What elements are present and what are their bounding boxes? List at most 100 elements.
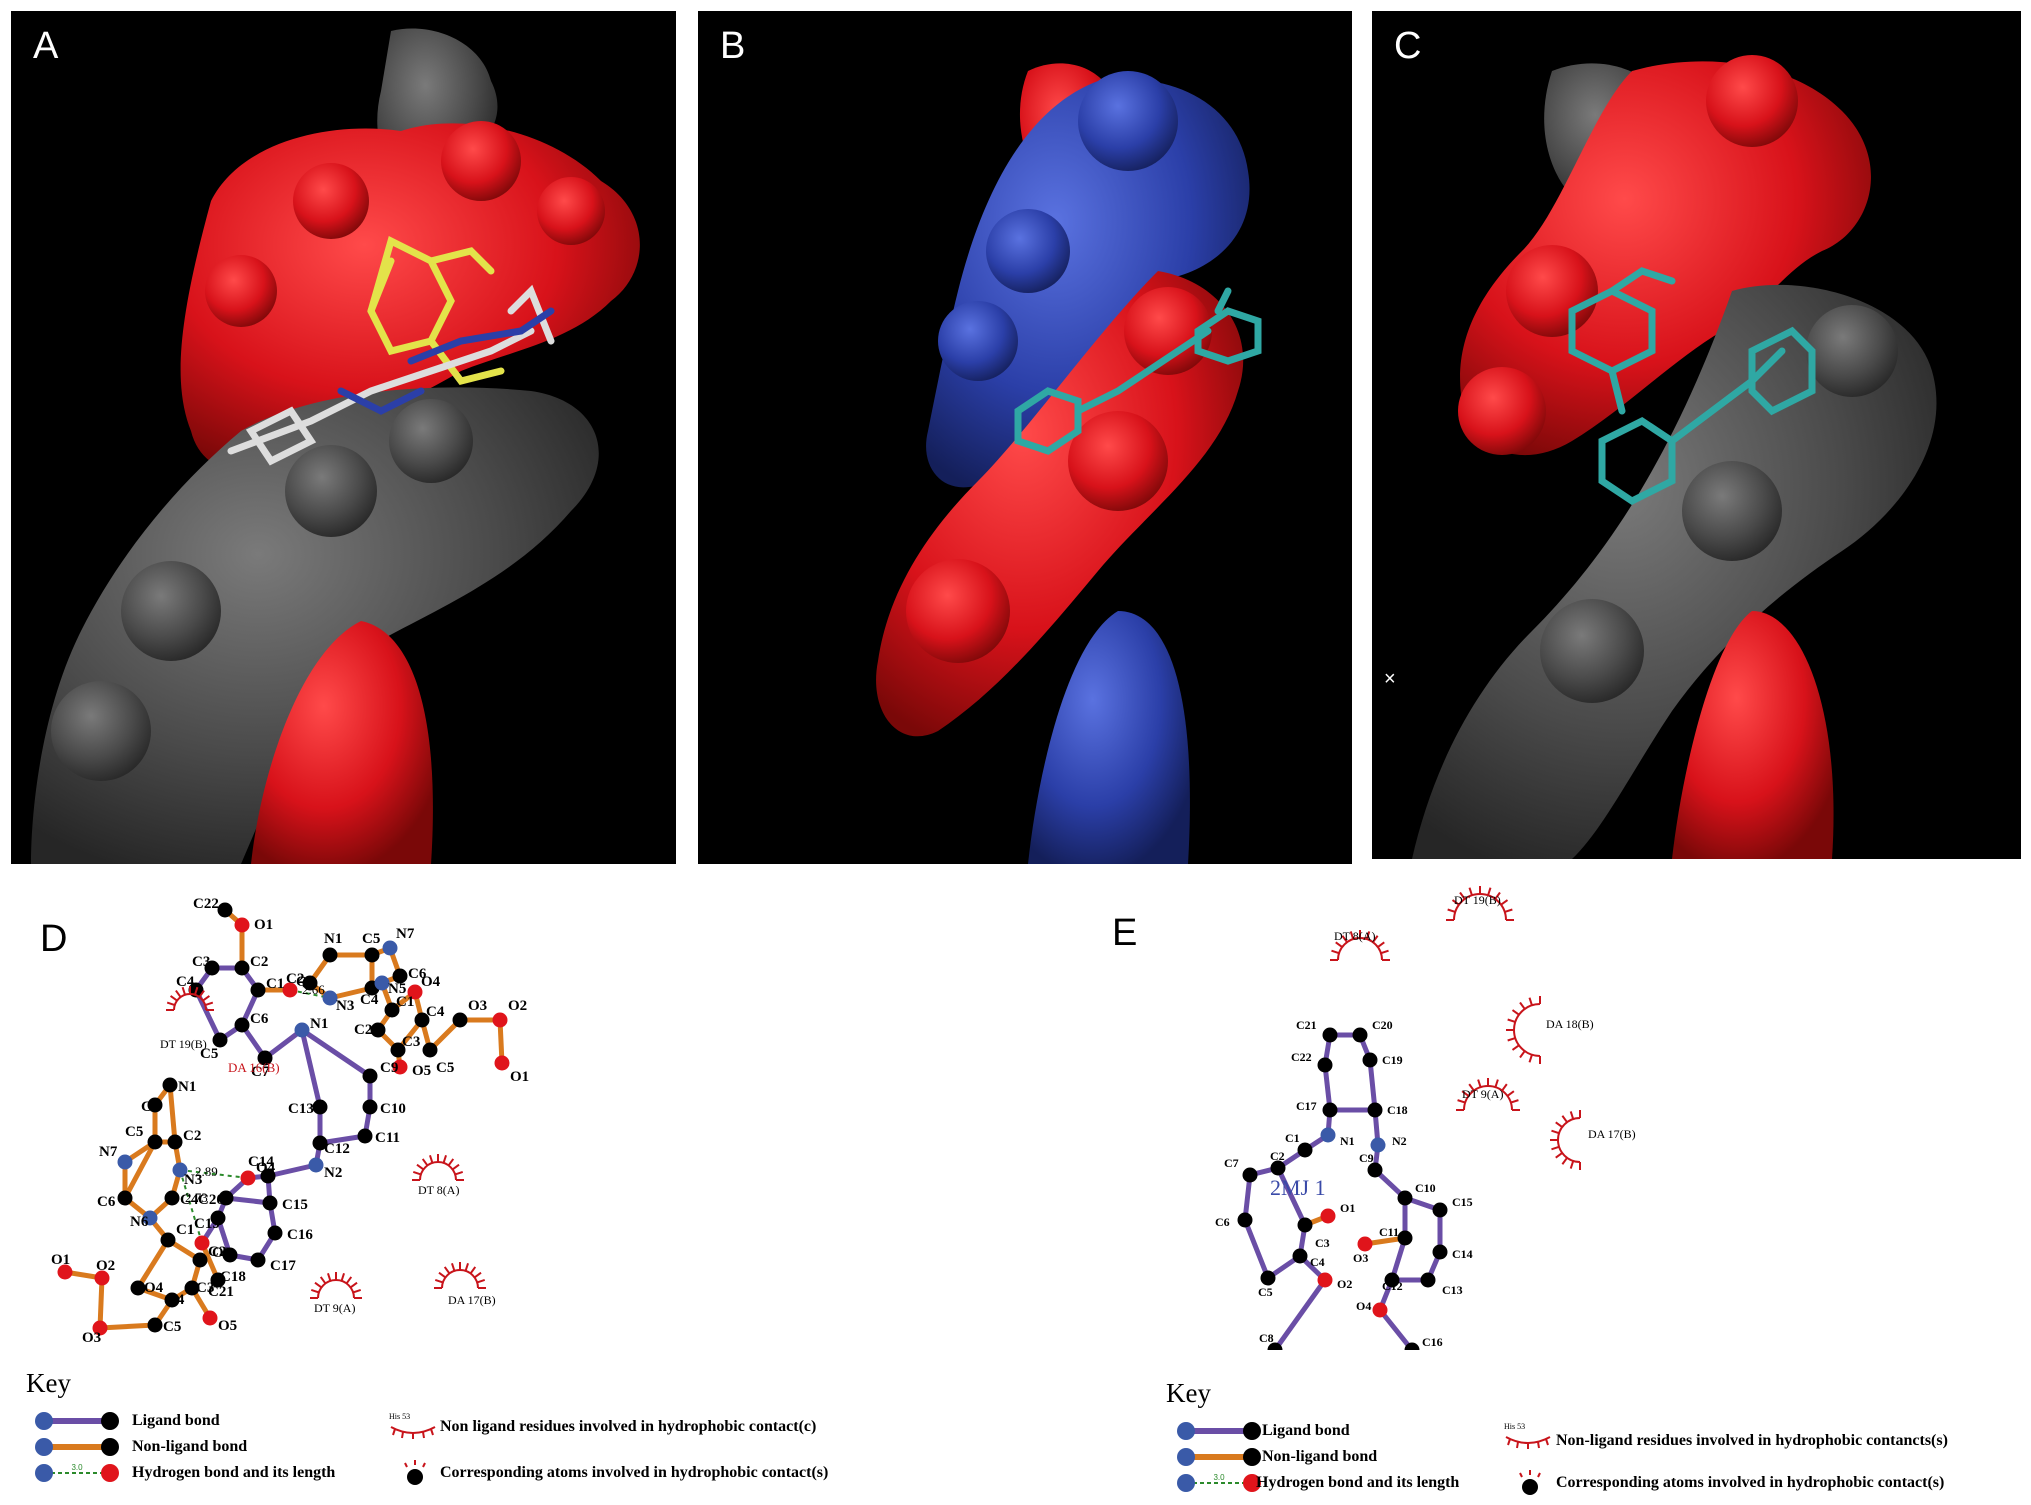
- d-atom: [163, 1078, 178, 1093]
- d-atom-label: C20: [198, 1192, 224, 1208]
- panel-a-image: A: [11, 11, 676, 864]
- panel-b-image: B: [698, 11, 1352, 864]
- residue-contact: [434, 1262, 486, 1288]
- d-atom-label: C3: [196, 1280, 214, 1296]
- e-atom-label: C6: [1215, 1215, 1230, 1229]
- d-atom-label: C5: [362, 931, 380, 947]
- residue-label: DT 9(A): [1462, 1087, 1503, 1101]
- key-e-hbond-length: 3.0: [1213, 1473, 1225, 1482]
- d-bond: [100, 1278, 102, 1328]
- d-atom: [493, 1013, 508, 1028]
- e-atom: [1373, 1303, 1388, 1318]
- d-atom-label: O4: [256, 1160, 276, 1176]
- panel-c-label: C: [1394, 25, 1421, 68]
- residue-contact: [166, 986, 214, 1010]
- d-atom: [203, 1311, 218, 1326]
- d-atom-label: O5: [412, 1063, 431, 1079]
- d-atom: [268, 1226, 283, 1241]
- d-atom: [295, 1023, 310, 1038]
- d-atom: [309, 1158, 324, 1173]
- e-atom: [1298, 1143, 1313, 1158]
- d-atom: [168, 1135, 183, 1150]
- e-atom-label: C18: [1387, 1103, 1408, 1117]
- key-d-hbond-length: 3.0: [71, 1463, 83, 1472]
- d-atom: [423, 1043, 438, 1058]
- e-atom-label: C22: [1291, 1050, 1312, 1064]
- close-mark: ×: [1384, 668, 1396, 691]
- key-e-hydrophobic-atoms: Corresponding atoms involved in hydropho…: [1556, 1474, 1944, 1492]
- d-atom-label: N1: [310, 1016, 328, 1032]
- key-e-ligand-bond: Ligand bond: [1262, 1422, 1350, 1440]
- d-atom-label: C10: [380, 1101, 406, 1117]
- d-atom-label: C2: [183, 1128, 201, 1144]
- d-atom-label: C2: [208, 1244, 226, 1260]
- e-atom: [1363, 1053, 1378, 1068]
- e-atom-label: C20: [1372, 1018, 1393, 1032]
- residue-contact: [1506, 996, 1540, 1064]
- e-atom: [1321, 1209, 1336, 1224]
- d-atom-label: C16: [287, 1227, 313, 1243]
- e-atom: [1293, 1249, 1308, 1264]
- e-bond: [1380, 1310, 1412, 1350]
- d-atom: [193, 1253, 208, 1268]
- panel-b-surface: [698, 11, 1352, 864]
- key-d-ligand-bond: Ligand bond: [132, 1412, 220, 1430]
- d-atom-label: N1: [324, 931, 342, 947]
- e-bond: [1370, 1060, 1375, 1110]
- residue-label: DT 9(A): [314, 1301, 355, 1315]
- e-bond: [1245, 1220, 1268, 1278]
- d-atom-label: O2: [96, 1258, 115, 1274]
- residue-label: DT 19(B): [160, 1037, 207, 1051]
- e-atom: [1421, 1273, 1436, 1288]
- d-atom-label: N6: [130, 1214, 149, 1230]
- e-atom-label: C15: [1452, 1195, 1473, 1209]
- d-atom: [148, 1318, 163, 1333]
- e-atom-label: C21: [1296, 1018, 1317, 1032]
- d-atom-label: C9: [380, 1060, 398, 1076]
- key-e-hydrophobic-residues: Non-ligand residues involved in hydropho…: [1556, 1432, 1948, 1450]
- d-atom-label: C4: [426, 1004, 445, 1020]
- key-e-title: Key: [1166, 1378, 1211, 1409]
- e-atom-label: C2: [1270, 1149, 1285, 1163]
- d-atom-label: C6: [97, 1194, 116, 1210]
- d-atom: [363, 1100, 378, 1115]
- panel-e-diagram: C21C20C22C19C17C18C1N1N2C7C2C9C6C10C15C3…: [1150, 880, 1710, 1350]
- e-atom: [1368, 1103, 1383, 1118]
- d-atom: [218, 903, 233, 918]
- d-atom-label: C11: [375, 1130, 400, 1146]
- residue-label: DT 8(A): [418, 1183, 459, 1197]
- residue-contact: [412, 1154, 464, 1180]
- key-d-residue-icons: His 53: [385, 1405, 445, 1495]
- d-atom-label: O3: [468, 998, 487, 1014]
- d-atom: [263, 1196, 278, 1211]
- d-atom-label: C4: [180, 1192, 199, 1208]
- d-atom: [235, 1018, 250, 1033]
- e-atom-label: C4: [1310, 1255, 1325, 1269]
- e-atom-label: C10: [1415, 1181, 1436, 1195]
- d-atom: [118, 1155, 133, 1170]
- d-atom-label: N7: [99, 1144, 118, 1160]
- e-bond: [1275, 1280, 1325, 1350]
- e-atom: [1243, 1168, 1258, 1183]
- panel-b-label: B: [720, 25, 745, 68]
- e-atom-label: N2: [1392, 1134, 1407, 1148]
- d-atom-label: O4: [421, 974, 441, 990]
- e-atom: [1358, 1237, 1373, 1252]
- d-atom-label: C3: [402, 1034, 420, 1050]
- e-atom: [1433, 1245, 1448, 1260]
- d-atom-label: C17: [270, 1258, 296, 1274]
- d-atom-label: C4: [360, 992, 379, 1008]
- d-atom-label: C22: [193, 896, 219, 912]
- d-atom-label: C5: [125, 1124, 143, 1140]
- d-atom-label: O4: [144, 1280, 164, 1296]
- residue-contact: [310, 1272, 362, 1298]
- d-atom-label: O2: [508, 998, 527, 1014]
- d-atom-label: O3: [82, 1330, 101, 1346]
- key-e-residue-icons: His 53: [1500, 1415, 1560, 1505]
- d-atom-label: C6: [250, 1011, 269, 1027]
- key-d-nonligand-bond: Non-ligand bond: [132, 1438, 247, 1456]
- d-atom-label: C3: [192, 954, 210, 970]
- d-atom-label: C6: [141, 1099, 160, 1115]
- d-atom-label: C5: [163, 1319, 181, 1335]
